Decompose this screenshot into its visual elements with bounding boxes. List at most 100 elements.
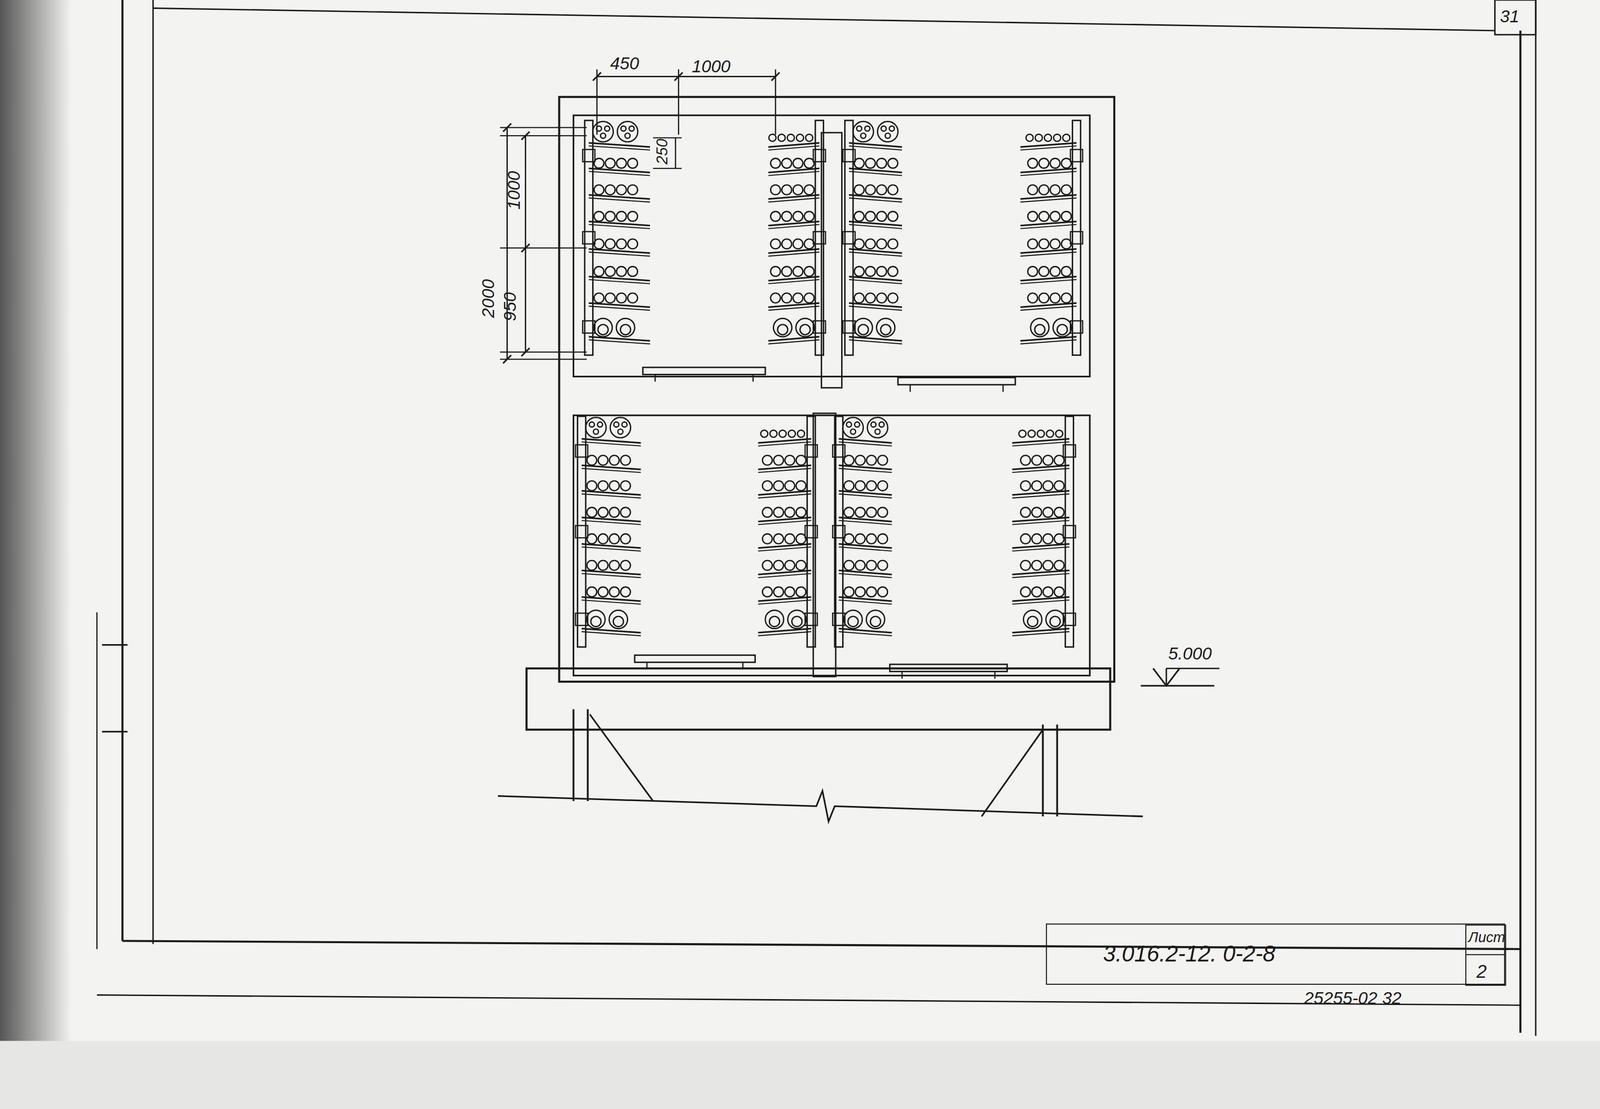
cable-shelf (1020, 171, 1077, 176)
cable-large (1052, 318, 1072, 337)
cable-small (1043, 455, 1053, 466)
cable-small (1054, 560, 1065, 571)
cable-large (796, 318, 815, 337)
cable-large (593, 121, 614, 142)
cable-shelf (768, 224, 820, 229)
cable-small (770, 211, 781, 222)
cable-shelf (581, 600, 642, 604)
cable-small (844, 560, 854, 571)
cable-small (866, 587, 877, 598)
cable-small (627, 211, 638, 222)
cable-small (1046, 430, 1054, 438)
cable-core (769, 616, 780, 627)
cable-small (804, 184, 815, 195)
cable-small (598, 507, 608, 518)
cable-small (762, 507, 773, 518)
rack-bracket (832, 444, 846, 457)
cable-small (888, 293, 899, 303)
cable-shelf (838, 573, 892, 578)
cable-core (613, 616, 624, 627)
dimension-tick (521, 131, 530, 140)
support-post (586, 709, 589, 802)
cable-small (773, 480, 784, 491)
cable-large (787, 610, 806, 629)
cable-small (598, 480, 608, 491)
cable-core (881, 126, 887, 132)
cable-small (804, 266, 815, 277)
cable-shelf (588, 279, 650, 284)
cable-shelf (588, 339, 650, 344)
cable-shelf (849, 146, 902, 150)
cable-small (787, 134, 795, 142)
cable-shelf (1012, 573, 1070, 578)
cable-core (857, 324, 869, 335)
cable-small (770, 184, 781, 195)
cable-small (1031, 587, 1042, 598)
rack-bracket (832, 613, 846, 626)
cable-small (1054, 455, 1065, 466)
cable-shelf (768, 171, 820, 176)
support-brace (589, 714, 653, 801)
cable-small (855, 587, 866, 598)
cable-small (796, 480, 806, 491)
cable-small (796, 455, 806, 466)
walkway-grate (643, 367, 766, 375)
cable-small (1039, 184, 1050, 195)
cable-small (865, 293, 876, 303)
cable-small (1050, 184, 1060, 195)
cable-small (876, 211, 887, 222)
cable-small (781, 158, 792, 169)
cable-small (1031, 507, 1042, 518)
cable-small (773, 560, 784, 571)
rack-bracket (1070, 231, 1083, 245)
cable-large (617, 121, 638, 142)
cable-small (844, 480, 854, 491)
walkway-grate (889, 664, 1007, 672)
cable-core (617, 429, 623, 435)
cable-small (1053, 134, 1061, 142)
cable-shelf (581, 442, 642, 447)
cable-shelf (757, 631, 811, 636)
cable-small (587, 560, 598, 571)
cable-small (1054, 533, 1065, 544)
rack-bracket (1063, 613, 1076, 626)
cable-small (587, 455, 598, 466)
rack-bracket (804, 444, 818, 457)
cable-shelf (1020, 305, 1077, 310)
cable-large (585, 417, 606, 438)
cable-small (609, 560, 620, 571)
cable-small (1039, 158, 1050, 169)
rack-bracket (813, 149, 826, 162)
cable-small (1043, 560, 1053, 571)
cable-small (888, 211, 899, 222)
cable-core (629, 126, 635, 132)
cable-small (762, 480, 773, 491)
cable-small (866, 533, 877, 544)
cable-small (1055, 430, 1063, 438)
cable-small (598, 455, 608, 466)
cable-small (762, 533, 773, 544)
cable-small (1043, 507, 1053, 518)
cable-small (1054, 480, 1065, 491)
cable-small (1061, 184, 1072, 195)
dimension-tick (521, 348, 530, 356)
cable-large (616, 318, 635, 337)
cable-small (854, 266, 865, 277)
cable-core (1027, 616, 1039, 627)
cable-shelf (849, 279, 902, 284)
cable-small (854, 211, 865, 222)
cable-small (877, 587, 888, 598)
cable-core (860, 133, 866, 139)
cable-core (590, 616, 601, 627)
cable-small (609, 587, 620, 598)
cable-shelf (581, 547, 642, 551)
cable-core (613, 421, 619, 427)
cable-small (773, 533, 784, 544)
level-mark-text: 5.000 (1168, 645, 1212, 663)
walkway-grate (909, 384, 911, 392)
cable-small (1061, 158, 1072, 169)
cable-small (865, 239, 876, 250)
cable-small (1050, 266, 1060, 277)
cable-core (600, 133, 606, 139)
